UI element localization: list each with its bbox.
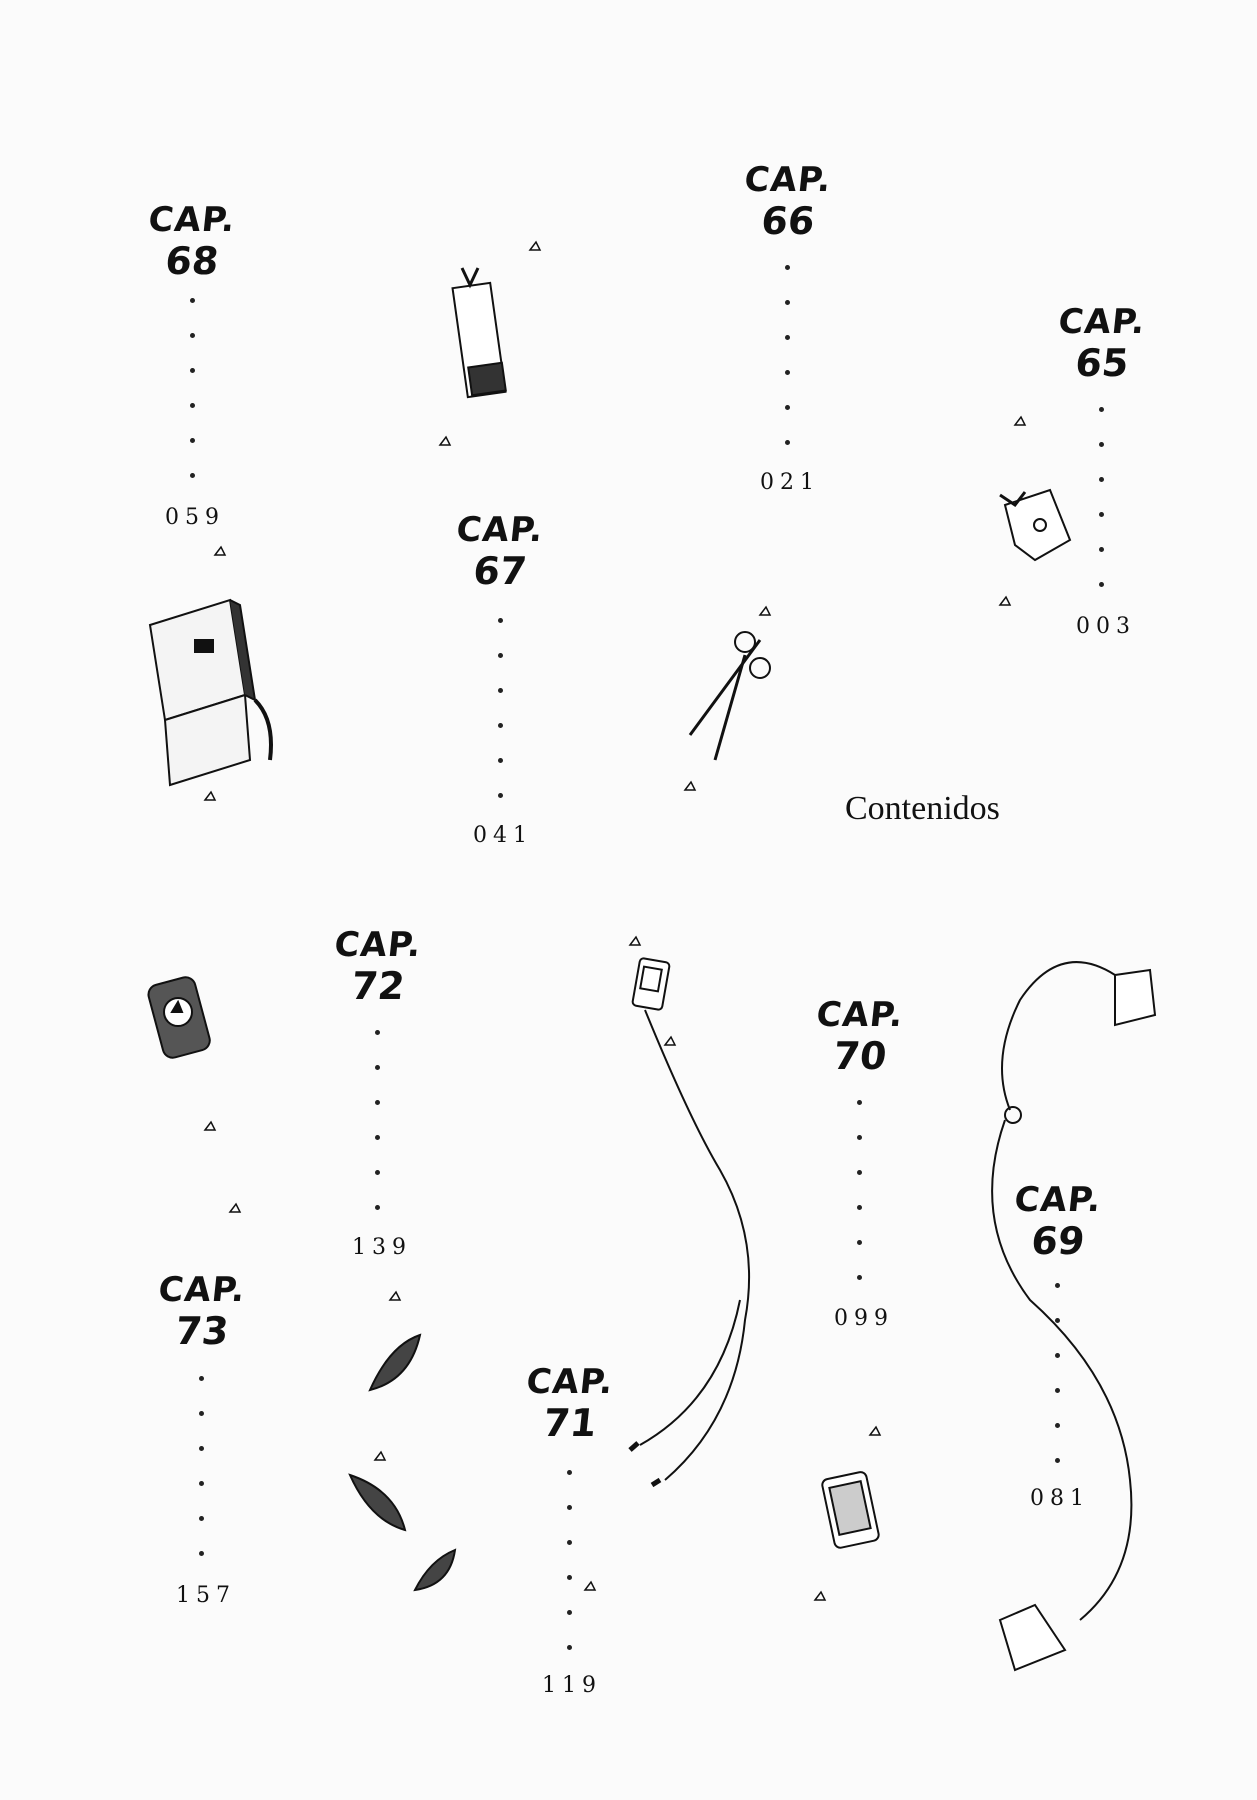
book-icon [148,598,273,787]
chapter-66-page: 021 [760,470,820,495]
music-player-icon [628,957,751,1488]
cup-phone-icon [991,961,1157,1672]
leader-dots [197,1376,205,1586]
chapter-70-page: 099 [834,1306,894,1331]
scissors-icon [688,631,771,761]
leader-dots [565,1470,573,1680]
leaf-icon [348,1333,457,1592]
leader-dots [783,265,791,475]
page-title: Contenidos [845,790,1000,827]
chapter-67-page: 041 [473,823,533,848]
confetti-decoration [203,240,1027,1601]
chapter-73-page: 157 [176,1583,236,1608]
leader-dots [855,1100,863,1310]
bookmark-icon [451,267,507,399]
leader-dots [188,298,196,508]
soda-can-icon [147,976,211,1059]
phone-icon [821,1471,880,1549]
chapter-71-page: 119 [542,1673,602,1698]
leader-dots [496,618,504,828]
gift-bag-icon [999,488,1072,562]
leader-dots [1097,407,1105,617]
chapter-68-page: 059 [165,505,225,530]
leader-dots [373,1030,381,1240]
chapter-72-page: 139 [352,1235,412,1260]
chapter-69-page: 081 [1030,1486,1090,1511]
leader-dots [1053,1283,1061,1493]
chapter-65-page: 003 [1076,614,1136,639]
